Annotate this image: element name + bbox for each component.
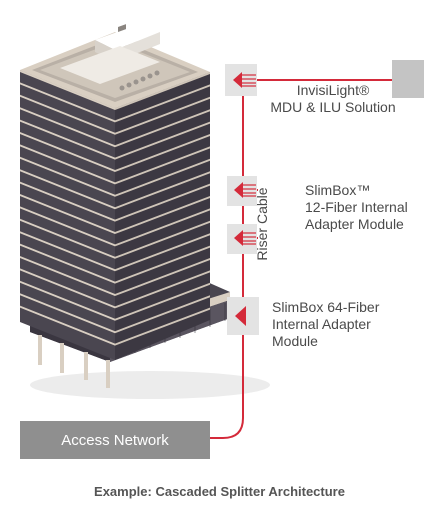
floor-band-right <box>115 282 210 321</box>
floor-band-right <box>115 258 210 296</box>
floor-band-right <box>115 208 210 247</box>
floor-band-left <box>20 169 115 210</box>
floor-band-left <box>20 194 115 234</box>
floor-band-left <box>20 107 115 148</box>
floor-band-left <box>20 218 115 259</box>
invisilight-module <box>225 64 257 96</box>
floor-band-left <box>20 280 115 321</box>
slimbox12-module-a <box>227 176 257 206</box>
floor-band-right <box>115 196 210 234</box>
floor-band-left <box>20 119 115 160</box>
source-node-box <box>392 60 424 98</box>
slimbox64-label-line3: Module <box>272 333 318 349</box>
riser-cable-label: Riser Cable <box>254 187 270 261</box>
invisilight-label-line2: MDU & ILU Solution <box>270 99 396 115</box>
floor-band-right <box>115 295 210 334</box>
floor-band-right <box>115 121 210 160</box>
slimbox64-module <box>227 297 259 335</box>
slimbox12-module-b <box>227 224 257 254</box>
floor-bands <box>20 70 210 346</box>
floor-band-right <box>115 245 210 284</box>
slimbox64-label-line1: SlimBox 64-Fiber <box>272 299 380 315</box>
floor-band-left <box>20 156 115 197</box>
floor-band-right <box>115 270 210 309</box>
access-network-label: Access Network <box>61 431 169 449</box>
floor-band-left <box>20 256 115 296</box>
floor-band-right <box>115 146 210 185</box>
slimbox12-label: SlimBox™ 12-Fiber Internal Adapter Modul… <box>305 182 408 233</box>
slimbox12-label-line3: Adapter Module <box>305 216 404 232</box>
floor-band-left <box>20 94 115 135</box>
floor-band-left <box>20 132 115 172</box>
floor-band-right <box>115 233 210 272</box>
floor-band-left <box>20 82 115 123</box>
floor-band-left <box>20 293 115 334</box>
floor-band-right <box>115 109 210 148</box>
floor-band-left <box>20 231 115 272</box>
floor-band-left <box>20 305 115 346</box>
floor-band-right <box>115 72 210 110</box>
invisilight-label: InvisiLight® MDU & ILU Solution <box>258 82 408 116</box>
floor-band-left <box>20 243 115 284</box>
floor-band-right <box>115 96 210 135</box>
floor-band-left <box>20 206 115 247</box>
floor-band-left <box>20 144 115 185</box>
floor-band-left <box>20 268 115 309</box>
floor-band-right <box>115 171 210 210</box>
ground-shadow <box>30 371 270 399</box>
tower <box>20 24 210 360</box>
floor-band-right <box>115 220 210 259</box>
floor-band-left <box>20 70 115 110</box>
floor-band-right <box>115 183 210 222</box>
floor-band-right <box>115 134 210 172</box>
access-network-box: Access Network <box>20 421 210 459</box>
slimbox12-label-line2: 12-Fiber Internal <box>305 199 408 215</box>
floor-band-left <box>20 181 115 222</box>
slimbox64-label-line2: Internal Adapter <box>272 316 371 332</box>
slimbox12-label-line1: SlimBox™ <box>305 182 371 198</box>
slimbox64-label: SlimBox 64-Fiber Internal Adapter Module <box>272 299 379 350</box>
floor-band-right <box>115 84 210 123</box>
floor-band-right <box>115 307 210 346</box>
figure-caption: Example: Cascaded Splitter Architecture <box>94 484 345 499</box>
invisilight-label-line1: InvisiLight® <box>296 82 370 98</box>
floor-band-right <box>115 158 210 197</box>
